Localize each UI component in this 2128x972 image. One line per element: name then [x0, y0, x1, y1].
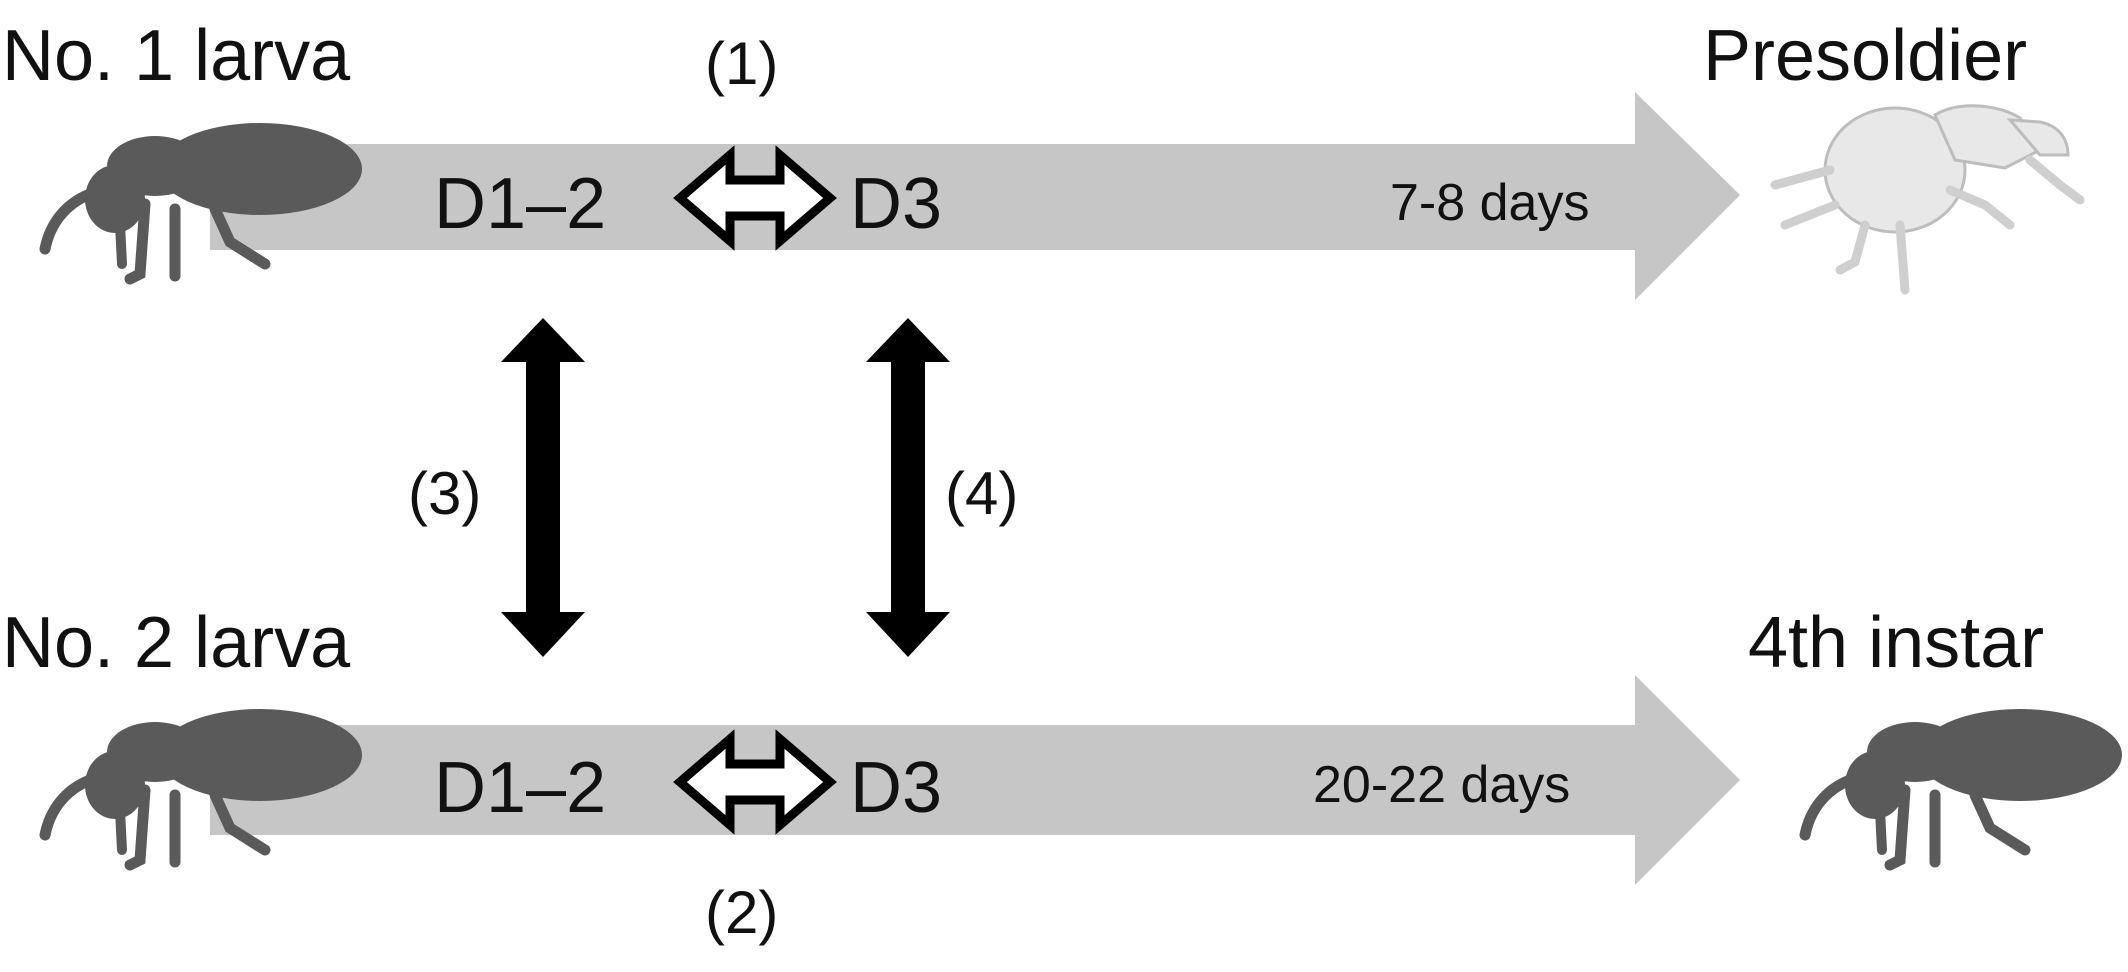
row1-start-label: No. 1 larva	[2, 16, 351, 96]
double-arrow-outline-icon	[673, 729, 837, 835]
row2-start-label: No. 2 larva	[2, 603, 351, 683]
double-arrow-solid-icon	[501, 318, 585, 657]
comparison-label-4: (4)	[945, 460, 1019, 527]
row1-early-day-label: D1–2	[434, 164, 607, 244]
termite-larva-silhouette-icon	[45, 709, 362, 865]
termite-larva-silhouette-icon	[45, 123, 362, 279]
row1-end-label: Presoldier	[1703, 16, 2028, 96]
row2-duration-label: 20-22 days	[1313, 756, 1571, 814]
row2-end-label: 4th instar	[1748, 603, 2045, 683]
termite-presoldier-silhouette-icon	[1770, 104, 2085, 295]
double-arrow-solid-icon	[866, 318, 950, 657]
double-arrow-outline-icon	[673, 145, 837, 251]
row1-duration-label: 7-8 days	[1390, 174, 1590, 232]
comparison-label-1: (1)	[705, 30, 779, 97]
timeline-arrow-row1	[210, 92, 1740, 300]
termite-larva-silhouette-icon	[1805, 709, 2122, 865]
row1-late-day-label: D3	[850, 164, 943, 244]
comparison-label-2: (2)	[705, 879, 779, 946]
comparison-label-3: (3)	[408, 460, 482, 527]
timeline-arrow-row2	[210, 675, 1740, 885]
row2-late-day-label: D3	[850, 748, 943, 828]
row2-early-day-label: D1–2	[434, 748, 607, 828]
